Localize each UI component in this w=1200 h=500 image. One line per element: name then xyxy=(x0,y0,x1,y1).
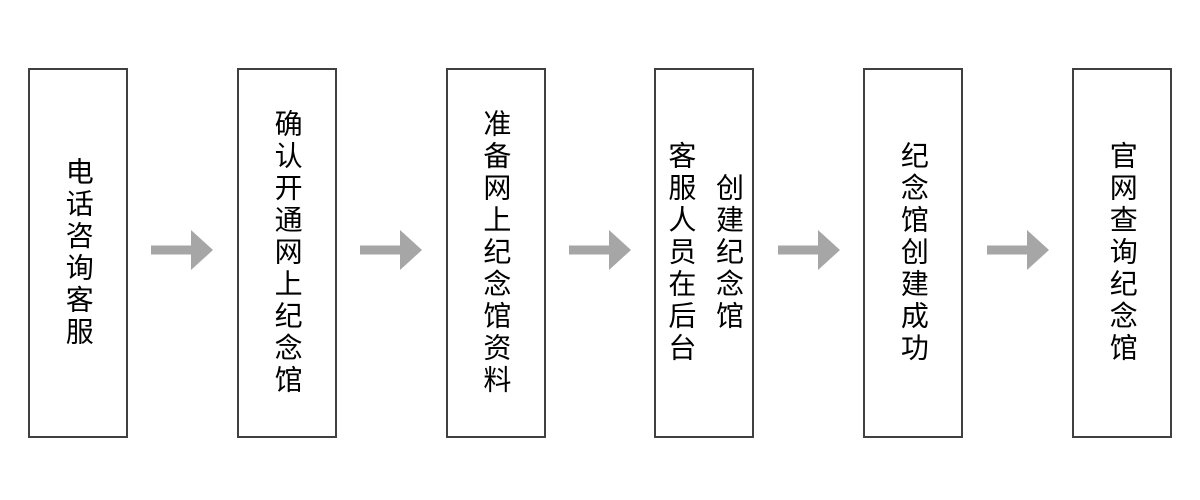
right-arrow-icon xyxy=(151,230,214,270)
step-label: 创建纪念馆 xyxy=(712,173,744,333)
right-arrow-icon xyxy=(360,230,423,270)
flow-step-1-text: 电话咨询客服 xyxy=(54,157,102,349)
right-arrow-icon xyxy=(777,230,840,270)
flow-step-3-text: 准备网上纪念馆资料 xyxy=(472,109,520,397)
flow-step-4: 客服人员在后台 创建纪念馆 xyxy=(654,68,755,438)
flow-step-4-text: 客服人员在后台 创建纪念馆 xyxy=(657,141,752,365)
flow-step-5: 纪念馆创建成功 xyxy=(863,68,964,438)
step-label: 电话咨询客服 xyxy=(62,157,94,349)
flow-step-5-text: 纪念馆创建成功 xyxy=(889,141,937,365)
flowchart-row: 电话咨询客服 确认开通网上纪念馆 准备网上纪念馆资料 xyxy=(28,68,1172,438)
flow-step-6-text: 官网查询纪念馆 xyxy=(1098,141,1146,365)
step-label: 确认开通网上纪念馆 xyxy=(271,109,303,397)
right-arrow-icon xyxy=(568,230,631,270)
flow-step-1: 电话咨询客服 xyxy=(28,68,128,438)
right-arrow-icon xyxy=(986,230,1049,270)
step-label: 客服人员在后台 xyxy=(665,141,697,365)
step-label: 纪念馆创建成功 xyxy=(897,141,929,365)
flow-step-2: 确认开通网上纪念馆 xyxy=(236,68,337,438)
flow-step-6: 官网查询纪念馆 xyxy=(1071,68,1172,438)
step-label: 准备网上纪念馆资料 xyxy=(480,109,512,397)
flow-step-3: 准备网上纪念馆资料 xyxy=(445,68,546,438)
step-label: 官网查询纪念馆 xyxy=(1106,141,1138,365)
flow-step-2-text: 确认开通网上纪念馆 xyxy=(263,109,311,397)
